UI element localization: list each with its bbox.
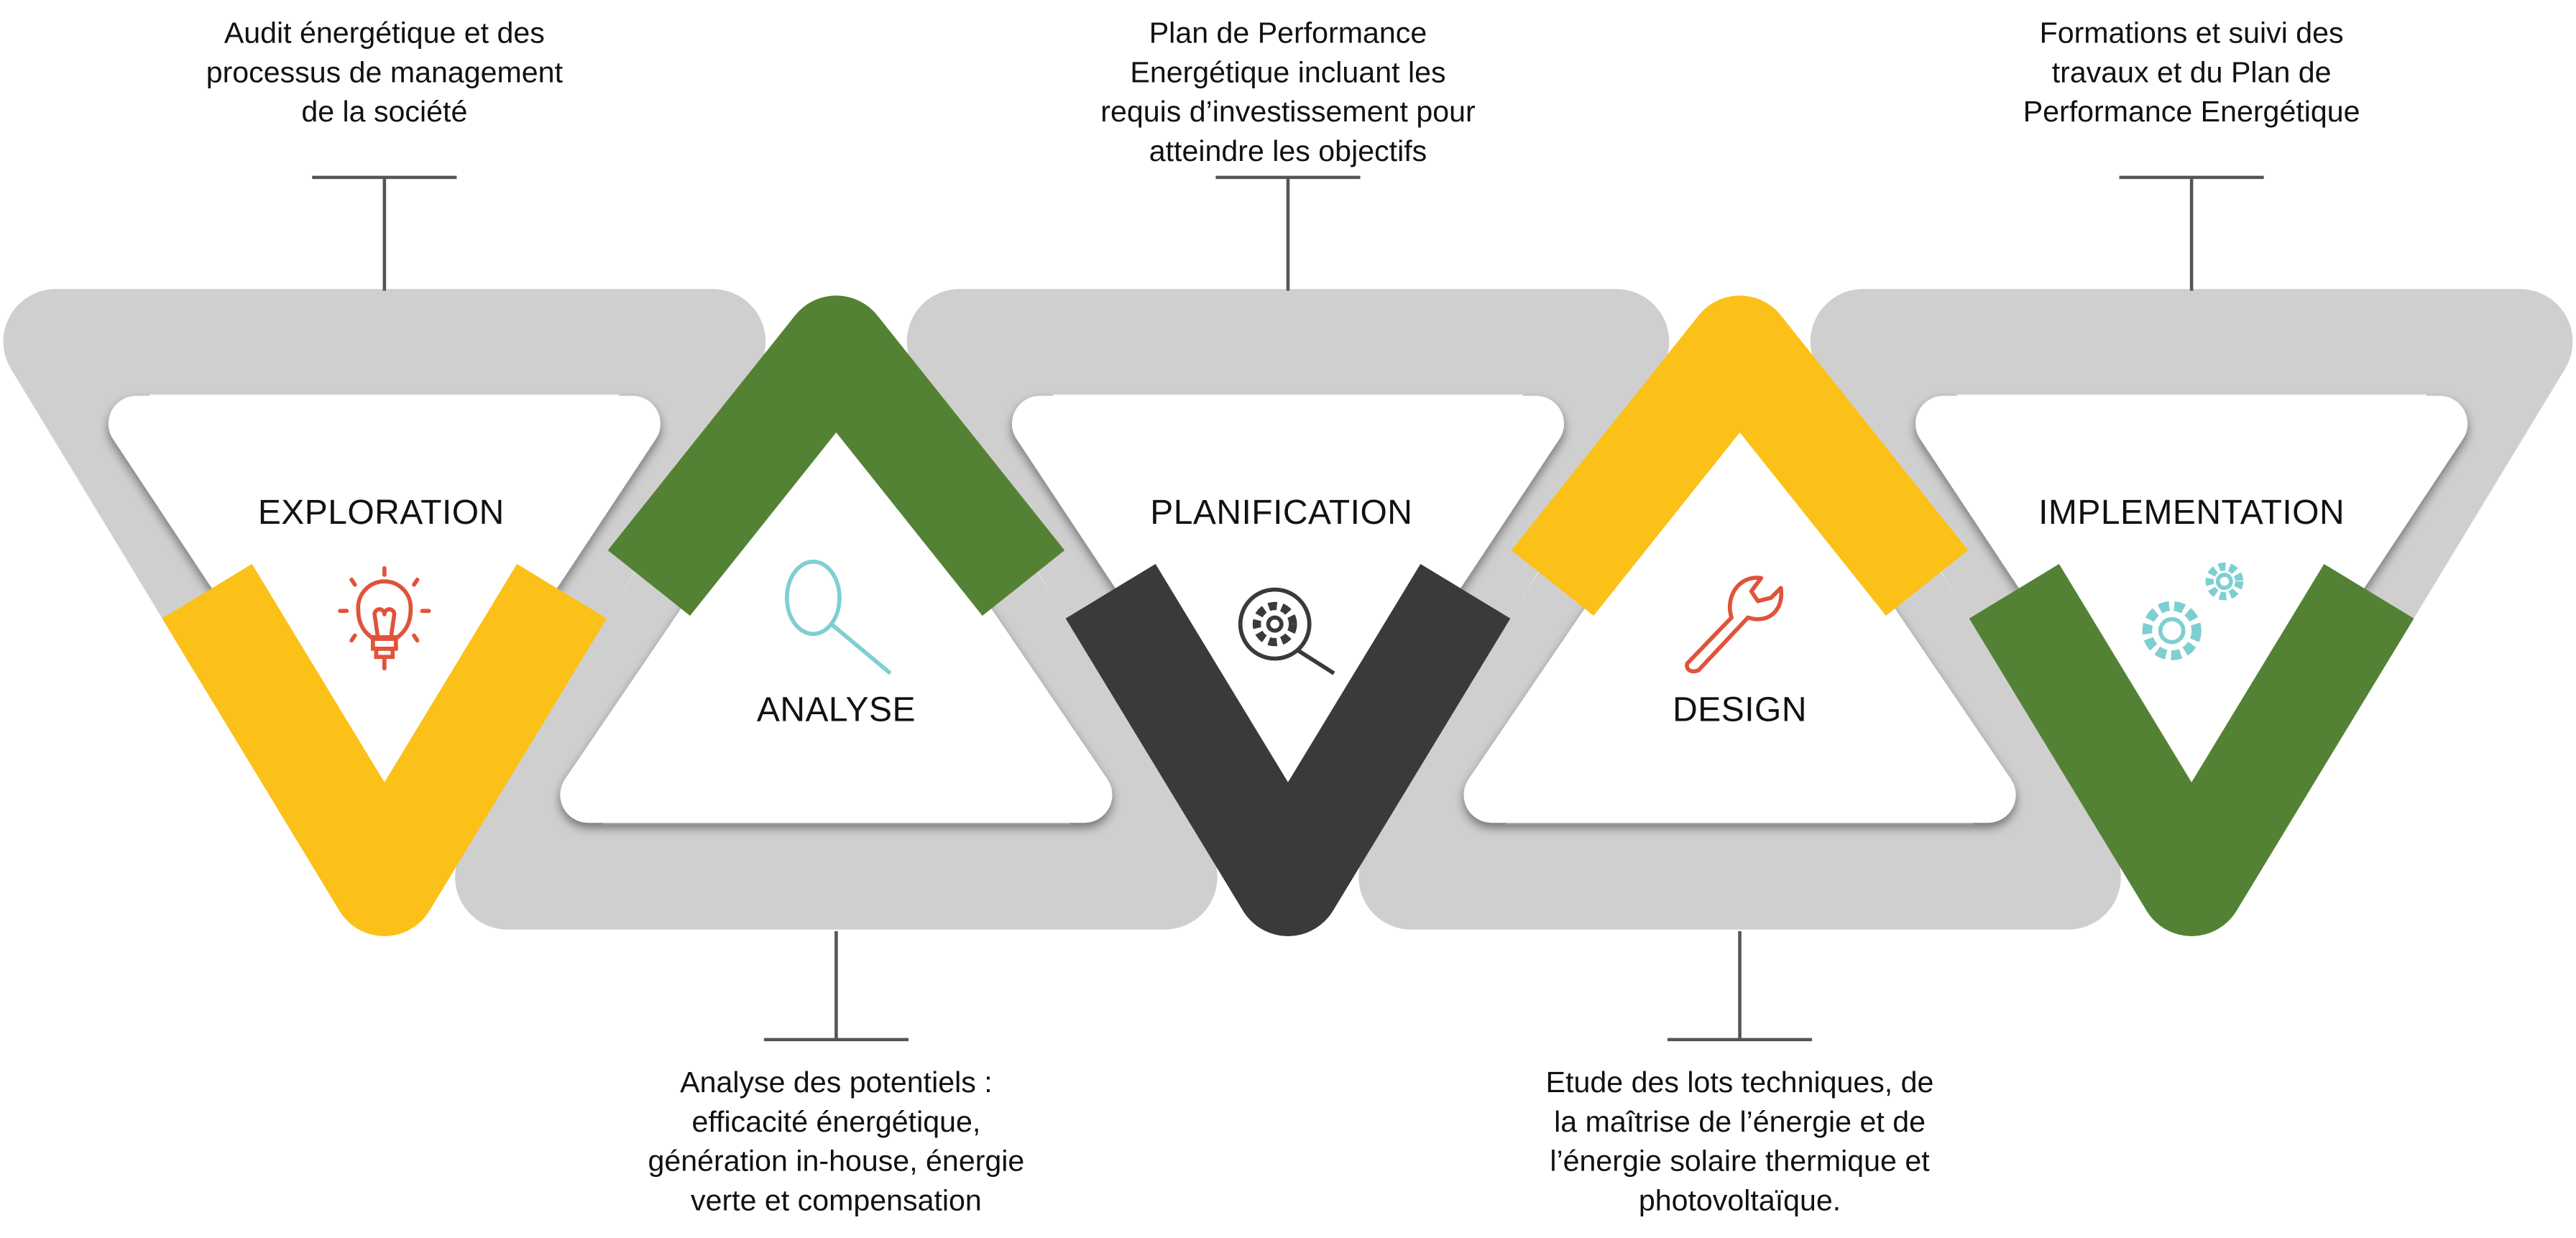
panel-design [1463,402,2016,823]
band-implementation-green [1969,563,2414,936]
band-analyse-gray [455,295,1218,930]
stage-label-implementation: IMPLEMENTATION [2038,494,2345,532]
gears-icon [2142,562,2244,660]
lightbulb-icon [338,565,431,671]
band-planification-dark [1065,563,1511,936]
band-exploration-yellow [162,563,607,936]
stage-label-exploration: EXPLORATION [257,494,505,532]
stage-label-analyse: ANALYSE [756,691,916,729]
band-design-yellow [1511,295,1969,616]
band-design-gray [1358,295,2121,930]
wrench-icon [1685,576,1784,674]
stage-label-planification: PLANIFICATION [1150,494,1413,532]
description-analyse: Analyse des potentiels :efficacité énerg… [648,1066,1025,1217]
magnifier-icon [784,559,892,675]
gear-search-icon [1238,587,1335,675]
band-analyse-green [607,295,1065,616]
stage-label-design: DESIGN [1673,691,1807,729]
